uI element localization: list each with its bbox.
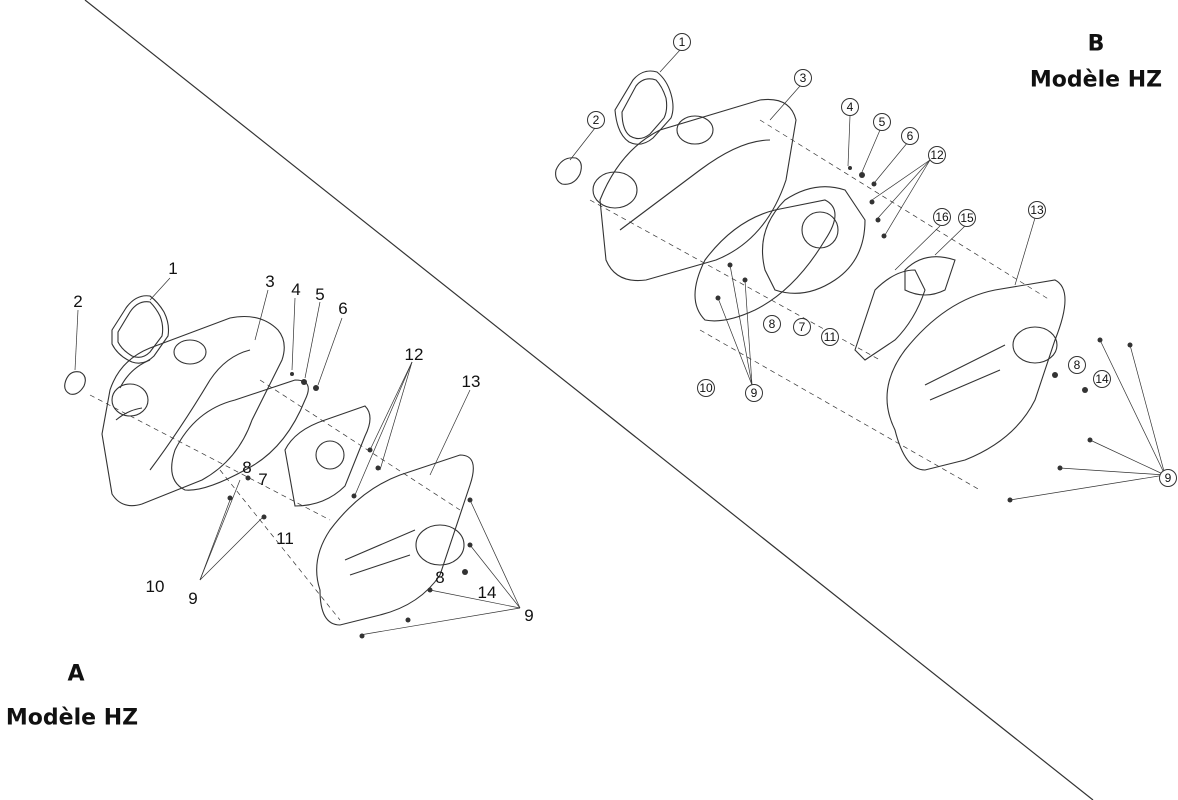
callout-b-7: 7 xyxy=(793,318,811,336)
callout-b-11: 11 xyxy=(821,328,839,346)
callout-b-13: 13 xyxy=(1028,201,1046,219)
callout-a-8: 8 xyxy=(242,458,252,477)
housing-3-a xyxy=(101,315,285,507)
callout-b-2: 2 xyxy=(587,111,605,129)
callout-a-14: 14 xyxy=(477,583,497,602)
callout-b-8-cover: 8 xyxy=(1068,356,1086,374)
view-b-drawing xyxy=(555,49,1166,503)
callout-b-4: 4 xyxy=(841,98,859,116)
callout-b-12: 12 xyxy=(928,146,946,164)
belt-10-b xyxy=(694,199,836,322)
guard-16-b xyxy=(854,269,926,361)
gasket-2-a xyxy=(64,371,86,395)
gasket-2-b xyxy=(555,157,582,185)
callout-b-5: 5 xyxy=(873,113,891,131)
view-a-letter: A xyxy=(67,661,85,687)
gasket-1-a xyxy=(111,295,170,364)
view-b-letter: B xyxy=(1087,31,1105,57)
callout-a-10: 10 xyxy=(145,577,165,596)
callout-a-1: 1 xyxy=(168,259,178,278)
callout-a-2: 2 xyxy=(73,292,83,311)
cover-13-a xyxy=(316,454,474,626)
belt-10-a xyxy=(171,379,309,491)
callout-b-9-left: 9 xyxy=(745,384,763,402)
housing-3-b xyxy=(599,98,797,282)
callout-a-9-left: 9 xyxy=(188,589,198,608)
callout-a-8-cover: 8 xyxy=(435,568,445,587)
callout-a-4: 4 xyxy=(291,280,301,299)
cover-13-b xyxy=(886,279,1066,471)
callout-a-5: 5 xyxy=(315,285,325,304)
callout-a-9-right: 9 xyxy=(524,606,534,625)
callout-b-6: 6 xyxy=(901,127,919,145)
callout-b-3: 3 xyxy=(794,69,812,87)
callout-b-10: 10 xyxy=(697,379,715,397)
callout-b-16: 16 xyxy=(933,208,951,226)
callout-a-3: 3 xyxy=(265,272,275,291)
callout-a-12: 12 xyxy=(404,345,424,364)
callout-b-15: 15 xyxy=(958,209,976,227)
gasket-1-b xyxy=(614,70,674,145)
view-b-model: Modèle HZ xyxy=(1029,67,1163,93)
callout-a-7: 7 xyxy=(258,470,268,489)
callout-b-14: 14 xyxy=(1093,370,1111,388)
view-a-model: Modèle HZ xyxy=(5,705,139,731)
callout-a-13: 13 xyxy=(461,372,481,391)
cover-11-a xyxy=(284,405,371,507)
callout-a-11: 11 xyxy=(276,529,294,548)
callout-b-1: 1 xyxy=(673,33,691,51)
callout-b-8: 8 xyxy=(763,315,781,333)
callout-a-6: 6 xyxy=(338,299,348,318)
view-separator-line xyxy=(84,0,1094,800)
cover-11-b xyxy=(761,186,866,294)
view-a-drawing xyxy=(64,277,521,639)
cover-15-b xyxy=(904,256,956,296)
callout-b-9-right: 9 xyxy=(1159,469,1177,487)
